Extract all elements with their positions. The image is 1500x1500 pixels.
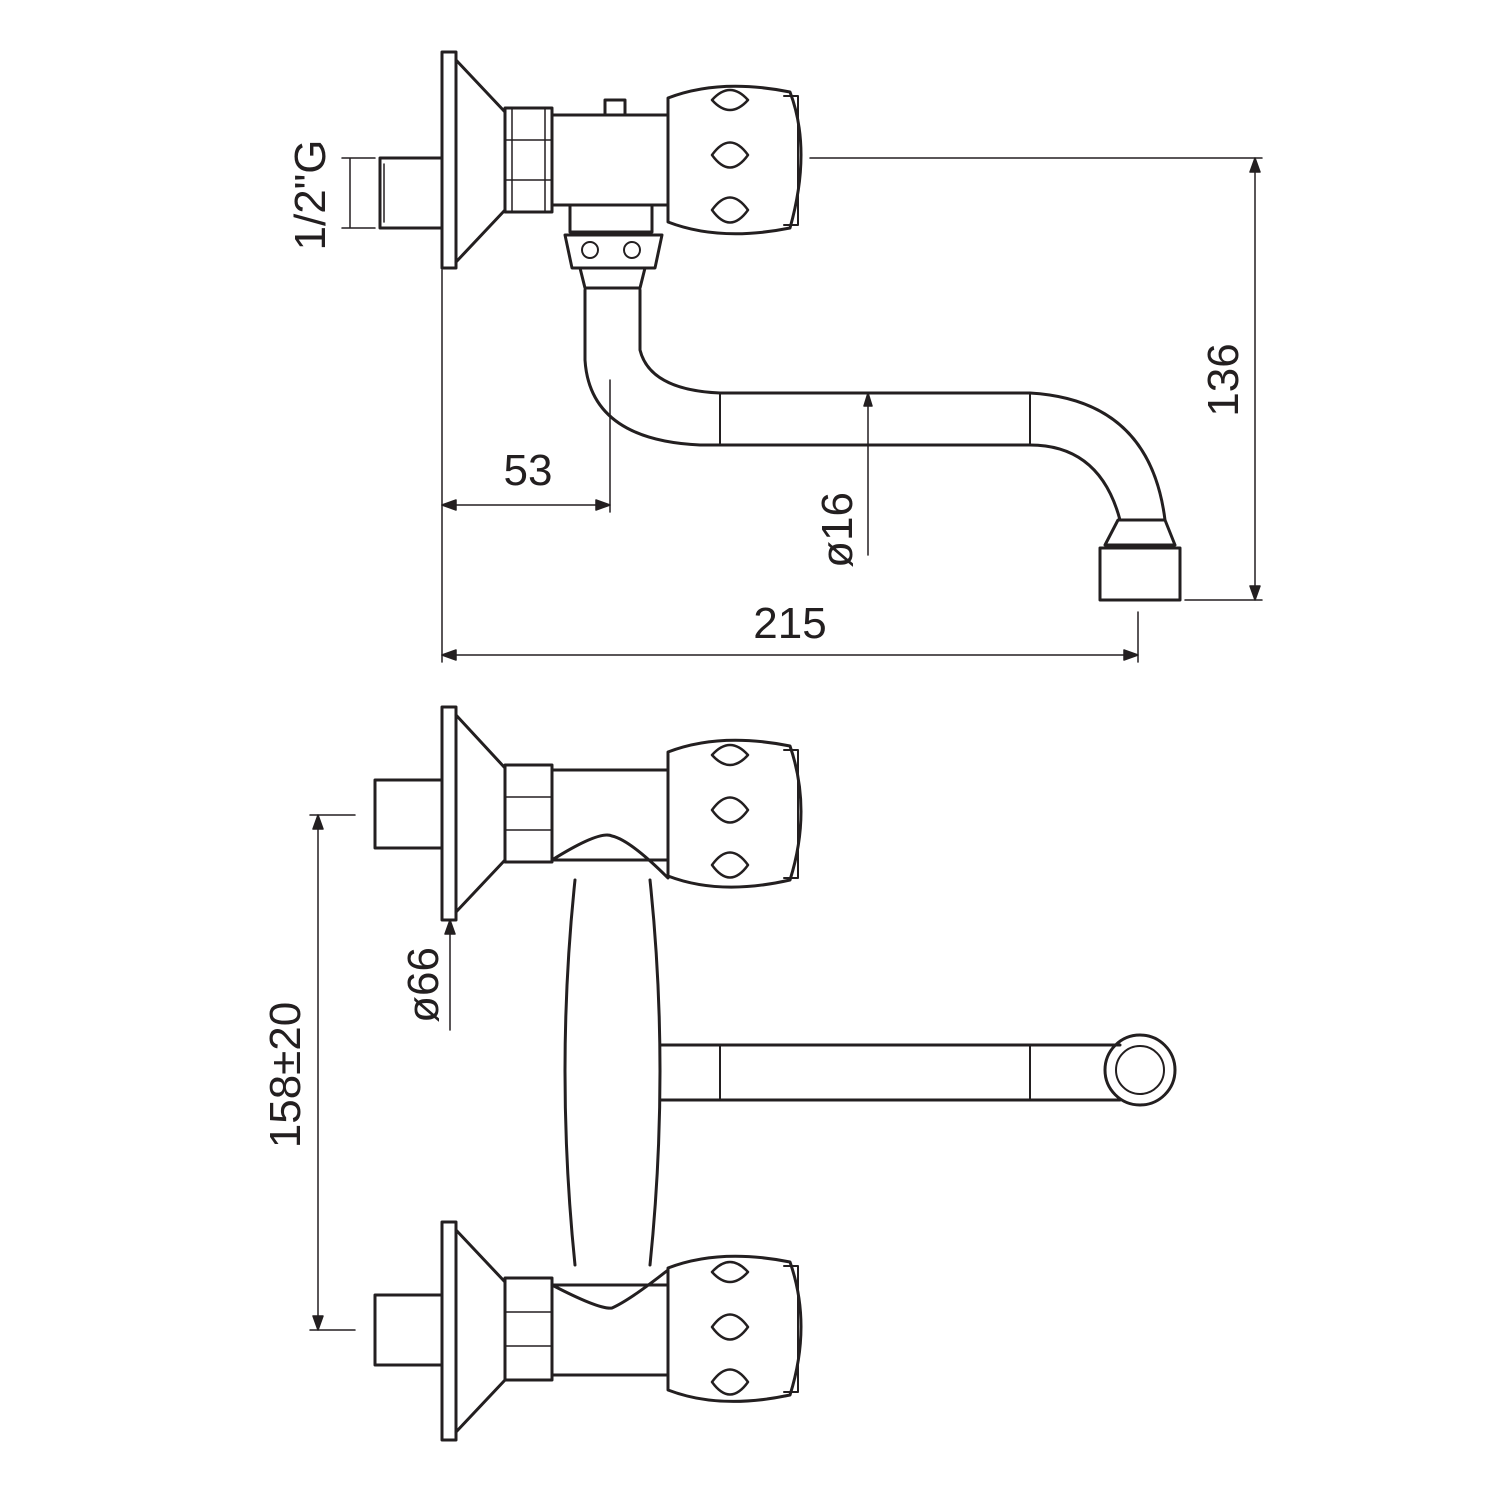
dimension-53-label: 53 xyxy=(504,446,553,495)
overall-reach-label: 215 xyxy=(753,599,826,648)
top-view-dimension-lines xyxy=(309,814,456,1331)
side-view-faucet xyxy=(378,50,1182,602)
outlet-height-label: 136 xyxy=(1199,343,1248,416)
spout-diameter-label: ø16 xyxy=(813,492,862,568)
inlet-spacing-label: 158±20 xyxy=(261,1002,310,1149)
side-view-dimension-lines xyxy=(341,157,1263,663)
flange-diameter-label: ø66 xyxy=(399,947,448,1023)
thread-size-label: 1/2"G xyxy=(286,139,335,250)
top-view-faucet xyxy=(373,705,1177,1442)
